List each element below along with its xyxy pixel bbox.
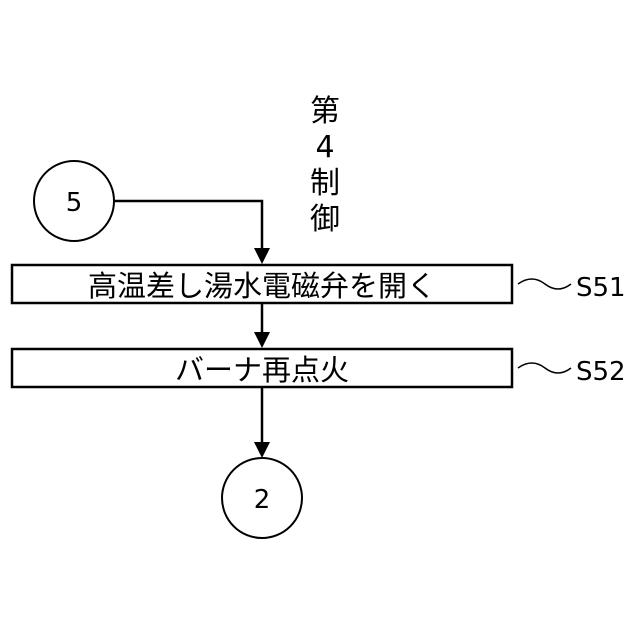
arrowhead-end [254,442,270,458]
step-id-s52: S52 [576,357,626,387]
step-label-s52: バーナ再点火 [175,353,349,387]
leader-s51 [518,279,571,289]
arrowhead-step1 [254,248,270,264]
connector-line-start [114,201,262,254]
arrowhead-step2 [254,332,270,348]
end-connector-label: 2 [254,485,271,515]
leader-s52 [518,363,571,373]
step-label-s51: 高温差し湯水電磁弁を開く [88,269,436,303]
step-id-s51: S51 [576,273,626,303]
start-connector-label: 5 [66,188,83,218]
